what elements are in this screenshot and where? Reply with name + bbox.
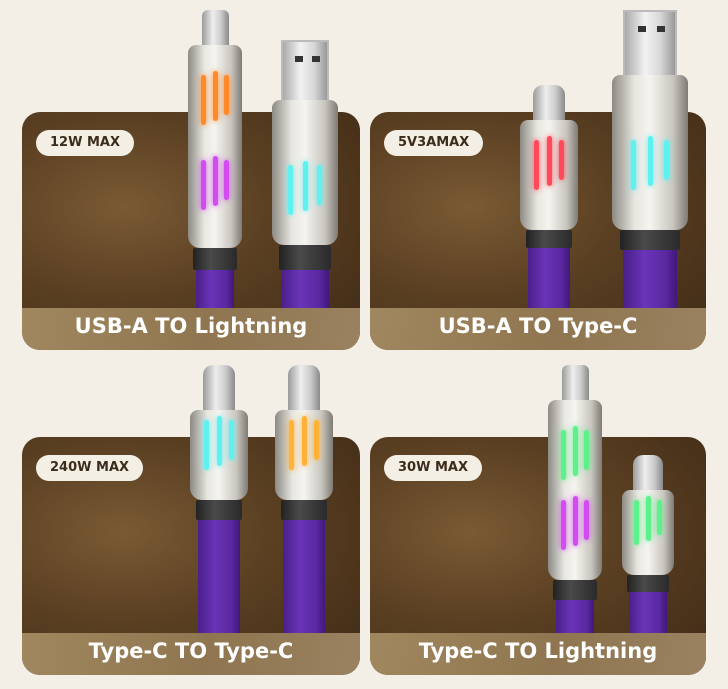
led-strip bbox=[229, 420, 235, 460]
title-band: Type-C TO Lightning bbox=[370, 633, 706, 675]
led-strip bbox=[203, 420, 209, 470]
led-strip bbox=[287, 165, 293, 215]
panel-title: Type-C TO Lightning bbox=[418, 639, 658, 663]
led-strip bbox=[314, 420, 320, 460]
power-badge: 12W MAX bbox=[36, 130, 134, 156]
panel-title: Type-C TO Type-C bbox=[88, 639, 294, 663]
led-strip bbox=[584, 430, 590, 470]
led-strip bbox=[560, 430, 566, 480]
led-strip bbox=[572, 496, 578, 546]
power-badge: 30W MAX bbox=[384, 455, 482, 481]
connector-ring bbox=[278, 245, 332, 270]
led-strip bbox=[656, 500, 662, 535]
cable bbox=[528, 248, 570, 308]
cable bbox=[281, 270, 329, 308]
usb-pin-slot bbox=[295, 56, 304, 62]
led-strip bbox=[630, 140, 636, 190]
connector-ring bbox=[195, 500, 243, 520]
usb-a-plug bbox=[622, 10, 678, 81]
led-strip bbox=[533, 140, 539, 190]
power-badge: 5V3AMAX bbox=[384, 130, 484, 156]
cable bbox=[555, 600, 595, 633]
type-c-plug bbox=[532, 85, 566, 126]
connector-ring bbox=[627, 575, 669, 592]
title-band: USB-A TO Type-C bbox=[370, 308, 706, 350]
led-strip bbox=[634, 500, 640, 545]
type-c-plug bbox=[287, 365, 321, 416]
led-strip bbox=[224, 75, 230, 115]
cable bbox=[629, 592, 667, 633]
led-strip bbox=[317, 165, 323, 205]
led-strip bbox=[212, 156, 218, 206]
connector-ring bbox=[619, 230, 681, 250]
connector-ring bbox=[280, 500, 328, 520]
led-strip bbox=[288, 420, 294, 470]
led-strip bbox=[200, 160, 206, 210]
led-strip bbox=[546, 136, 552, 186]
title-band: Type-C TO Type-C bbox=[22, 633, 360, 675]
led-strip bbox=[216, 416, 222, 466]
led-strip bbox=[647, 136, 653, 186]
cable bbox=[198, 520, 240, 633]
cable bbox=[622, 250, 678, 308]
panel-title: USB-A TO Type-C bbox=[438, 314, 638, 338]
lightning-plug bbox=[201, 10, 229, 51]
connector-ring bbox=[553, 580, 597, 600]
led-strip bbox=[302, 161, 308, 211]
power-badge: 240W MAX bbox=[36, 455, 144, 481]
usb-pin-slot bbox=[638, 26, 647, 32]
led-strip bbox=[559, 140, 565, 180]
type-c-plug bbox=[633, 455, 663, 496]
panel-title: USB-A TO Lightning bbox=[74, 314, 308, 338]
usb-a-plug bbox=[281, 40, 329, 106]
connector-ring bbox=[525, 230, 573, 248]
led-strip bbox=[212, 71, 218, 121]
type-c-plug bbox=[202, 365, 236, 416]
usb-pin-slot bbox=[657, 26, 666, 32]
led-strip bbox=[645, 496, 651, 541]
led-strip bbox=[572, 426, 578, 476]
lightning-plug bbox=[561, 365, 589, 406]
led-strip bbox=[584, 500, 590, 540]
usb-pin-slot bbox=[311, 56, 320, 62]
led-strip bbox=[301, 416, 307, 466]
led-strip bbox=[560, 500, 566, 550]
cable bbox=[195, 270, 235, 308]
cable bbox=[283, 520, 325, 633]
title-band: USB-A TO Lightning bbox=[22, 308, 360, 350]
led-strip bbox=[224, 160, 230, 200]
led-strip bbox=[664, 140, 670, 180]
led-strip bbox=[200, 75, 206, 125]
connector-ring bbox=[193, 248, 237, 270]
